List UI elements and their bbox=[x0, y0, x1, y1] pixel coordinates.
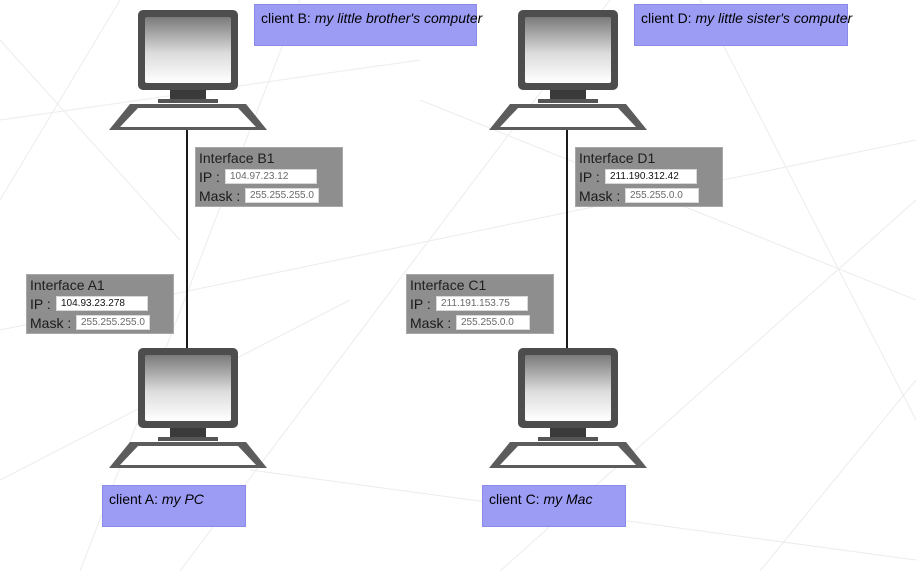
interface-b1-ip-label: IP : bbox=[199, 168, 220, 185]
interface-b1-mask-field[interactable]: 255.255.255.0 bbox=[245, 188, 319, 203]
client-a-label: client A: my PC bbox=[102, 485, 246, 527]
link-a-b bbox=[186, 130, 188, 352]
client-c-desc: my Mac bbox=[543, 491, 593, 507]
interface-c1-ip-label: IP : bbox=[410, 295, 431, 312]
interface-d1-ip-field[interactable]: 211.190.312.42 bbox=[605, 169, 697, 184]
interface-d1-mask-field[interactable]: 255.255.0.0 bbox=[625, 188, 699, 203]
client-b-desc: my little brother's computer bbox=[314, 10, 483, 26]
computer-a-icon bbox=[108, 346, 268, 470]
interface-d1-title: Interface D1 bbox=[579, 150, 656, 166]
client-d-label: client D: my little sister's computer bbox=[634, 4, 852, 46]
interface-b1-mask-label: Mask : bbox=[199, 187, 241, 204]
interface-a1-box: Interface A1 IP : 104.93.23.278 Mask : 2… bbox=[26, 274, 174, 334]
computer-d-icon bbox=[488, 8, 648, 132]
computer-b-icon bbox=[108, 8, 268, 132]
client-a-prefix: client A: bbox=[109, 491, 162, 507]
interface-d1-ip-label: IP : bbox=[579, 168, 600, 185]
client-b-label: client B: my little brother's computer bbox=[254, 4, 482, 46]
interface-c1-title: Interface C1 bbox=[410, 277, 487, 293]
interface-a1-mask-label: Mask : bbox=[30, 314, 72, 331]
interface-b1-ip-field[interactable]: 104.97.23.12 bbox=[225, 169, 317, 184]
interface-a1-title: Interface A1 bbox=[30, 277, 105, 293]
interface-a1-ip-field[interactable]: 104.93.23.278 bbox=[56, 296, 148, 311]
client-a-desc: my PC bbox=[161, 491, 204, 507]
interface-b1-title: Interface B1 bbox=[199, 150, 275, 166]
client-c-label: client C: my Mac bbox=[482, 485, 626, 527]
interface-c1-box: Interface C1 IP : 211.191.153.75 Mask : … bbox=[406, 274, 554, 334]
interface-c1-ip-field[interactable]: 211.191.153.75 bbox=[436, 296, 528, 311]
interface-d1-mask-label: Mask : bbox=[579, 187, 621, 204]
link-c-d bbox=[566, 130, 568, 352]
client-c-prefix: client C: bbox=[489, 491, 544, 507]
client-d-prefix: client D: bbox=[641, 10, 696, 26]
computer-c-icon bbox=[488, 346, 648, 470]
interface-c1-mask-field[interactable]: 255.255.0.0 bbox=[456, 315, 530, 330]
interface-d1-box: Interface D1 IP : 211.190.312.42 Mask : … bbox=[575, 147, 723, 207]
interface-b1-box: Interface B1 IP : 104.97.23.12 Mask : 25… bbox=[195, 147, 343, 207]
interface-a1-ip-label: IP : bbox=[30, 295, 51, 312]
client-d-desc: my little sister's computer bbox=[695, 10, 853, 26]
client-b-prefix: client B: bbox=[261, 10, 315, 26]
interface-c1-mask-label: Mask : bbox=[410, 314, 452, 331]
interface-a1-mask-field[interactable]: 255.255.255.0 bbox=[76, 315, 150, 330]
